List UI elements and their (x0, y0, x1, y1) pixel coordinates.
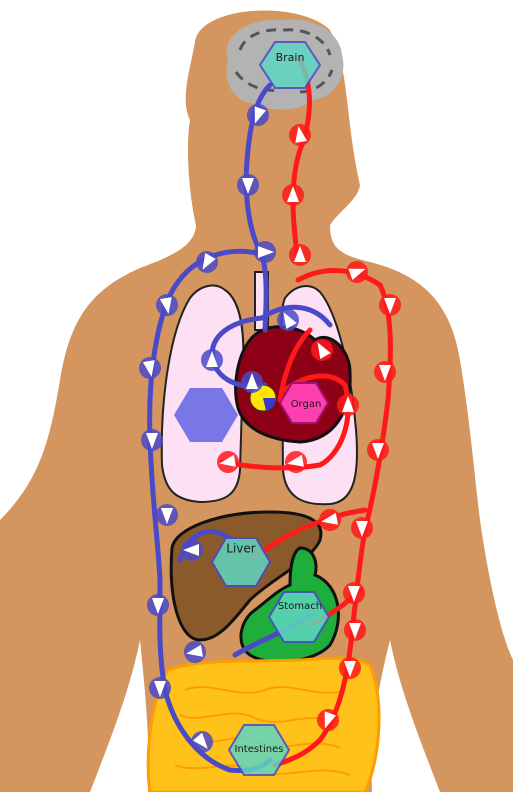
red-flow-arrow-icon (346, 261, 368, 283)
stomach-node: Stomach (267, 591, 331, 643)
brain-label: Brain (276, 51, 305, 64)
red-flow-arrow-icon (374, 361, 396, 383)
lung-node-hexagon (174, 388, 238, 442)
red-flow-arrow-icon (289, 244, 311, 266)
blue-flow-arrow-icon (241, 371, 263, 393)
artery-heart-to-brain (290, 57, 312, 263)
blue-flow-arrow-icon (247, 104, 269, 126)
intestines-node: Intestines (227, 724, 291, 776)
red-flow-arrow-icon (351, 517, 373, 539)
red-flow-arrow-icon (317, 709, 339, 731)
artery-aortic-arch (277, 327, 313, 403)
stomach-hexagon (267, 591, 331, 643)
red-flow-arrow-icon (285, 451, 307, 473)
red-flow-arrow-icon (337, 394, 359, 416)
red-flow-arrow-icon (379, 294, 401, 316)
flow-markers (139, 104, 401, 753)
red-flow-arrow-icon (367, 439, 389, 461)
red-flow-arrow-icon (289, 124, 311, 146)
red-flow-arrow-icon (311, 339, 333, 361)
brain-folds (234, 28, 334, 94)
liver-label: Liver (226, 542, 256, 556)
blue-flow-arrow-icon (201, 349, 223, 371)
brain-hexagon (258, 41, 322, 89)
blue-flow-arrow-icon (147, 594, 169, 616)
red-flow-arrow-icon (282, 184, 304, 206)
vein-lung-loop (209, 304, 333, 389)
artery-heart-to-lungs (219, 373, 351, 471)
blue-flow-arrow-icon (191, 731, 213, 753)
stomach-label: Stomach (278, 601, 322, 612)
blue-flow-arrow-icon (184, 641, 206, 663)
brain-node: Brain (258, 41, 322, 89)
blue-flow-arrow-icon (237, 174, 259, 196)
blue-flow-arrow-icon (196, 251, 218, 273)
blue-flow-arrow-icon (156, 504, 178, 526)
red-flow-arrow-icon (319, 509, 341, 531)
organ-hexagon (278, 382, 330, 424)
blue-flow-arrow-icon (149, 677, 171, 699)
blue-flow-arrow-icon (277, 309, 299, 331)
intestines-label: Intestines (235, 744, 284, 755)
blue-flow-arrow-icon (181, 539, 203, 561)
liver-node: Liver (210, 537, 272, 587)
blue-flow-arrow-icon (141, 429, 163, 451)
intestines-hexagon (227, 724, 291, 776)
intestine-coils (174, 686, 351, 776)
red-flow-arrow-icon (217, 451, 239, 473)
blue-flow-arrow-icon (254, 241, 276, 263)
red-flow-arrow-icon (339, 657, 361, 679)
red-flow-arrow-icon (343, 582, 365, 604)
organ-node: Organ (278, 382, 330, 424)
blue-flow-arrow-icon (139, 357, 161, 379)
red-flow-arrow-icon (344, 619, 366, 641)
liver-hexagon (210, 537, 272, 587)
organ-label: Organ (291, 399, 322, 410)
blue-flow-arrow-icon (156, 294, 178, 316)
